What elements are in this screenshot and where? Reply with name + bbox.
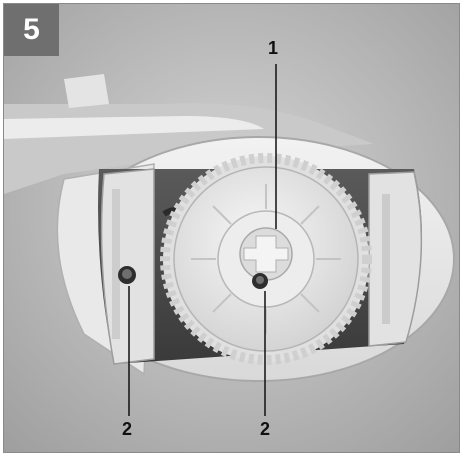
callout-label-2-left: 2 — [122, 419, 133, 439]
device-photo — [4, 4, 459, 452]
screw-left — [118, 266, 136, 284]
figure-frame: 5 1 2 2 — [3, 3, 460, 453]
screw-center — [252, 273, 268, 289]
figure-number-badge: 5 — [4, 4, 59, 56]
gear-teeth — [160, 153, 372, 365]
callout-label-2-right: 2 — [260, 419, 271, 439]
handle-tab — [64, 74, 109, 108]
callout-label-1: 1 — [268, 38, 279, 58]
